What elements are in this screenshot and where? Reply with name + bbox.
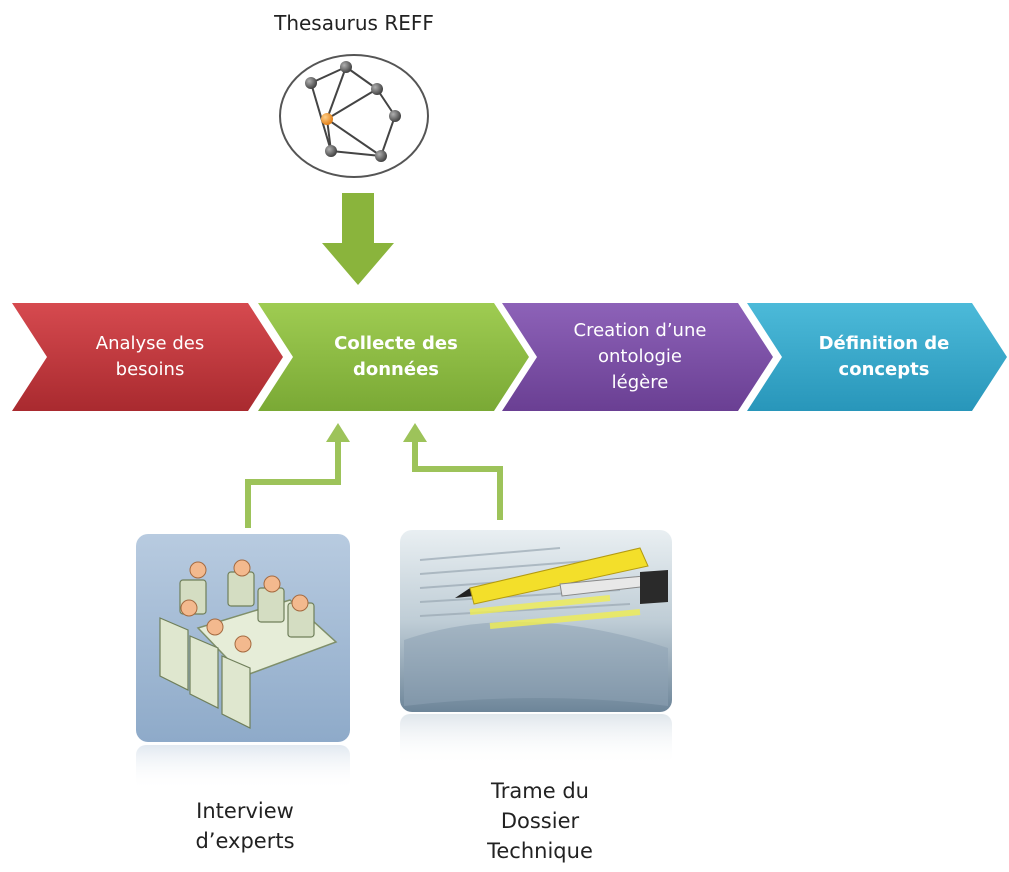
book-image (400, 530, 672, 766)
step-label-line: ontologie (597, 346, 682, 367)
step-chevron-creation (502, 303, 773, 411)
step-label-line: Creation d’une (573, 320, 707, 341)
up-arrow-icon (326, 423, 350, 442)
connector-experts (245, 440, 341, 528)
step-label-definition: Définition de concepts (774, 303, 994, 411)
document-caption: Trame du Dossier Technique (430, 776, 650, 866)
step-label-line: légère (611, 372, 669, 393)
step-label-line: concepts (838, 359, 930, 380)
caption-line: Interview (196, 799, 294, 823)
network-node (389, 110, 401, 122)
experts-caption: Interview d’experts (140, 796, 350, 856)
caption-line: Technique (487, 839, 593, 863)
step-label-line: Collecte des (334, 333, 458, 354)
caption-line: Dossier (500, 809, 580, 833)
thesaurus-network-icon (279, 54, 429, 178)
step-chevron-collecte (258, 303, 529, 411)
caption-line: d’experts (195, 829, 295, 853)
step-label-line: besoins (115, 359, 185, 380)
step-label-line: Analyse des (95, 333, 205, 354)
network-node (340, 61, 352, 73)
network-node-highlight (321, 113, 333, 125)
connector-document (412, 440, 503, 520)
step-label-creation: Creation d’une ontologie légère (530, 303, 750, 411)
step-label-line: données (352, 359, 439, 380)
step-chevron-analyse (12, 303, 283, 411)
network-node (371, 83, 383, 95)
step-chevron-definition (747, 303, 1007, 411)
down-arrow-icon (322, 193, 394, 285)
meeting-image (136, 534, 350, 790)
step-label-analyse: Analyse des besoins (40, 303, 260, 411)
caption-line: Trame du (491, 779, 589, 803)
up-arrow-icon (403, 423, 427, 442)
step-label-line: Définition de (818, 333, 950, 354)
network-node (305, 77, 317, 89)
step-label-collecte: Collecte des données (286, 303, 506, 411)
thesaurus-title: Thesaurus REFF (274, 11, 434, 35)
network-node (325, 145, 337, 157)
network-node (375, 150, 387, 162)
